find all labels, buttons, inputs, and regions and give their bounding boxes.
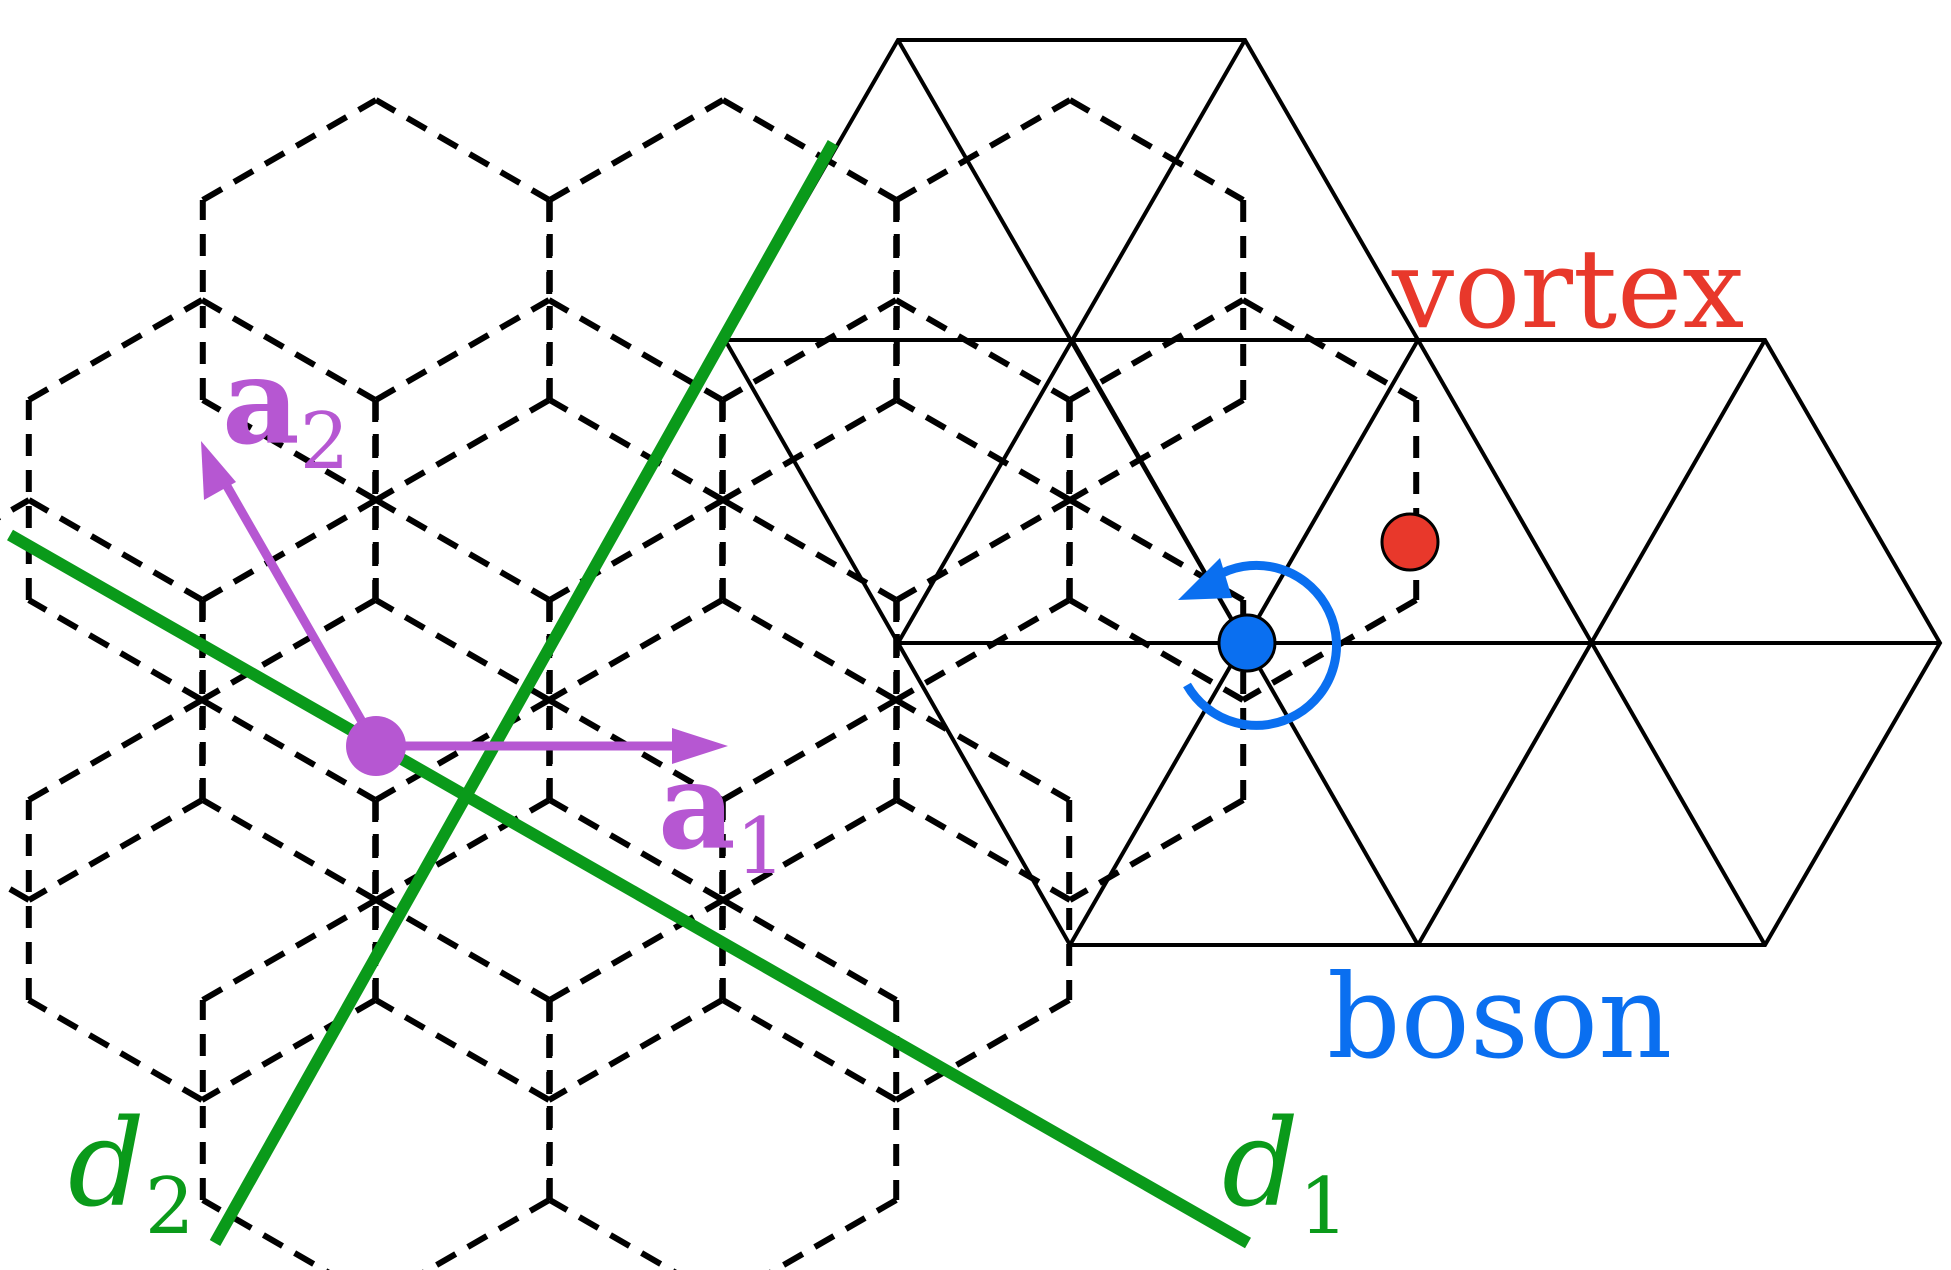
- honeycomb-edge: [895, 797, 1072, 903]
- honeycomb-edge: [548, 497, 725, 603]
- honeycomb-edge: [548, 97, 725, 203]
- honeycomb-edge: [1068, 597, 1245, 703]
- a1-label-sub: 1: [736, 802, 786, 892]
- honeycomb-edge: [547, 997, 724, 1103]
- honeycomb-edge: [895, 497, 1072, 603]
- line-d2: [209, 140, 839, 1246]
- honeycomb-edge: [27, 997, 204, 1103]
- d2-label-sub: 2: [145, 1162, 195, 1252]
- a2-label-sub: 2: [300, 397, 350, 487]
- honeycomb-edge: [894, 297, 1071, 403]
- d1-label: d1: [1222, 1095, 1348, 1252]
- honeycomb-edge: [721, 897, 898, 1003]
- a1-label: a1: [658, 736, 785, 892]
- honeycomb-edge: [721, 697, 898, 803]
- vector-a2: [212, 464, 380, 749]
- origin-dot: [346, 716, 406, 776]
- vortex-marker-icon: [1380, 512, 1440, 572]
- honeycomb-edge: [421, 1197, 551, 1270]
- d1-label-main: d: [1222, 1095, 1299, 1234]
- a2-label-main: a: [222, 331, 300, 472]
- a1-label-main: a: [658, 736, 736, 877]
- honeycomb-edge: [374, 97, 551, 203]
- rotation-arrowhead-icon: [1178, 558, 1232, 600]
- arrowhead-a1-icon: [672, 728, 728, 764]
- honeycomb-edge: [894, 697, 1071, 803]
- honeycomb-edge: [548, 1197, 678, 1270]
- honeycomb-edge: [374, 397, 551, 503]
- honeycomb-edge: [374, 797, 551, 903]
- d1-label-sub: 1: [1299, 1162, 1349, 1252]
- triangular-outline-upper: [721, 38, 1422, 342]
- honeycomb-edge: [201, 797, 378, 903]
- honeycomb-edge: [721, 497, 898, 603]
- honeycomb-edge: [27, 297, 204, 403]
- honeycomb-edge: [200, 597, 377, 703]
- d2-label: d2: [68, 1095, 194, 1252]
- boson-label: boson: [1327, 951, 1672, 1085]
- honeycomb-edge: [27, 697, 204, 803]
- honeycomb-edge: [768, 1197, 898, 1270]
- honeycomb-edge: [374, 497, 551, 603]
- vortex-label: vortex: [1391, 225, 1744, 353]
- honeycomb-edge: [27, 497, 204, 603]
- honeycomb-edge: [895, 397, 1072, 503]
- honeycomb-edge: [547, 597, 724, 703]
- honeycomb-edge: [1068, 797, 1245, 903]
- honeycomb-edge: [374, 997, 551, 1103]
- honeycomb-edge: [548, 897, 725, 1003]
- honeycomb-edge: [27, 797, 204, 903]
- honeycomb-lattice: [0, 97, 1420, 1270]
- d2-label-main: d: [68, 1095, 145, 1234]
- honeycomb-edge: [27, 597, 204, 703]
- honeycomb-edge: [0, 879, 31, 903]
- honeycomb-edge: [201, 97, 378, 203]
- counterclockwise-arrow-icon: [1183, 560, 1341, 730]
- a2-label: a2: [222, 331, 349, 487]
- diagonal-lines: [7, 140, 1251, 1249]
- line-d1: [7, 529, 1251, 1249]
- tri-line: [1416, 339, 1767, 946]
- honeycomb-edge: [201, 897, 378, 1003]
- honeycomb-edge: [721, 597, 898, 703]
- lattice-vectors: [212, 464, 700, 751]
- boson-marker-icon: [1217, 613, 1277, 673]
- honeycomb-edge: [721, 997, 898, 1103]
- honeycomb-edge: [374, 297, 551, 403]
- arrowhead-a2-icon: [201, 441, 236, 500]
- honeycomb-edge: [1068, 97, 1245, 203]
- honeycomb-edge: [201, 497, 378, 603]
